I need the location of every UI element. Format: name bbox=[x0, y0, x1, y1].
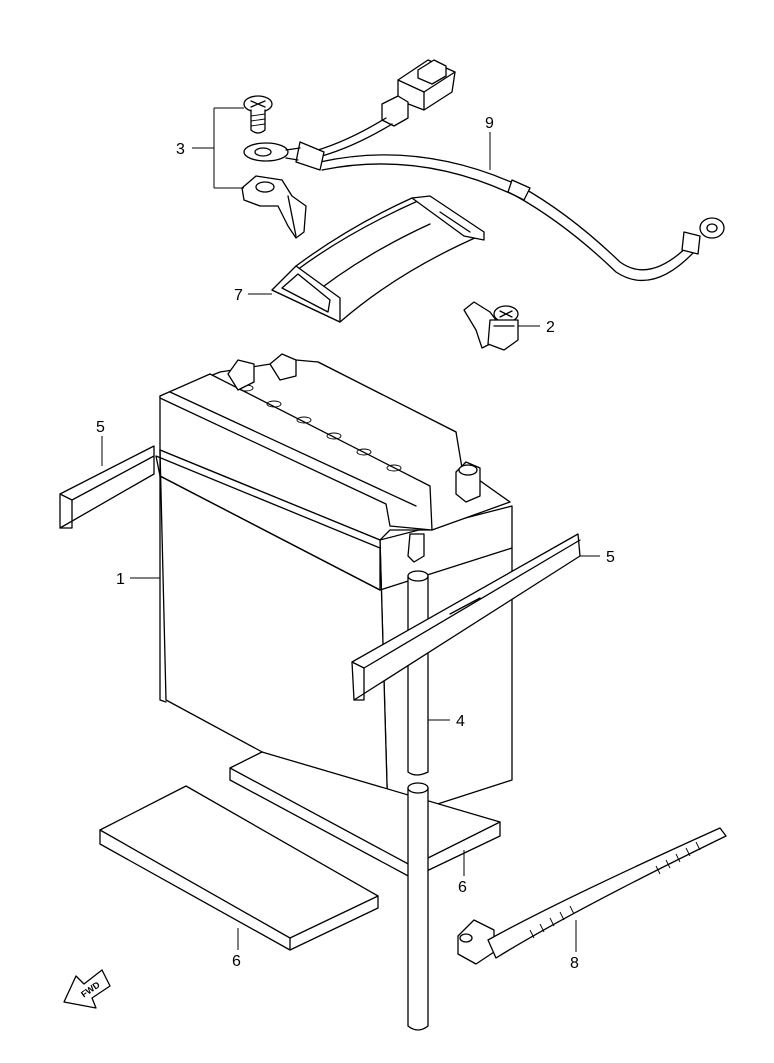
battery[interactable] bbox=[155, 353, 513, 821]
cable-tie[interactable] bbox=[457, 827, 727, 965]
leader-lines bbox=[101, 107, 600, 952]
fwd-arrow-icon: FWD bbox=[63, 969, 111, 1009]
callout-8: 8 bbox=[570, 955, 579, 972]
terminal-nut-assembly[interactable] bbox=[463, 301, 519, 351]
callout-7: 7 bbox=[234, 287, 243, 304]
battery-strap[interactable] bbox=[271, 195, 485, 323]
battery-cable-harness[interactable] bbox=[243, 59, 725, 281]
callout-5-right: 5 bbox=[606, 549, 615, 566]
callout-6-under: 6 bbox=[458, 879, 467, 896]
callout-2: 2 bbox=[546, 319, 555, 336]
battery-pad-loose[interactable] bbox=[99, 785, 379, 951]
callout-4: 4 bbox=[456, 713, 465, 730]
callout-6-loose: 6 bbox=[232, 953, 241, 970]
callout-3: 3 bbox=[176, 141, 185, 158]
spacer-left[interactable] bbox=[59, 445, 155, 529]
callout-9: 9 bbox=[485, 115, 494, 132]
callout-5-left: 5 bbox=[96, 419, 105, 436]
terminal-bolt-and-nut[interactable] bbox=[241, 95, 307, 239]
callout-1: 1 bbox=[116, 571, 125, 588]
